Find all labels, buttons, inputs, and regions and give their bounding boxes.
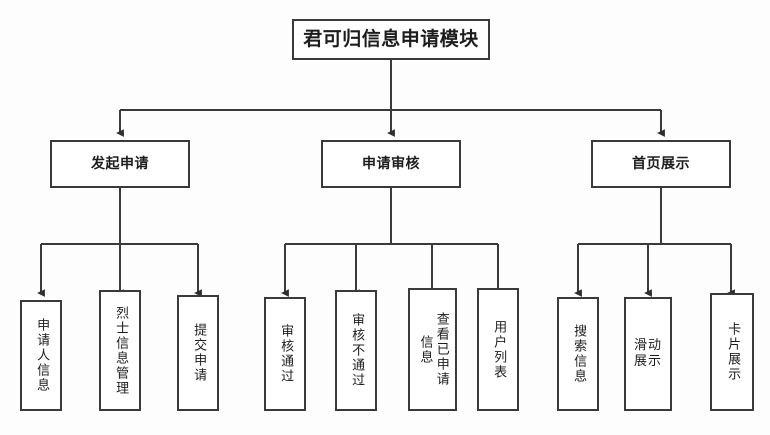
node-leaf-1-label: 申请人信息	[34, 318, 50, 393]
node-leaf-10-label: 卡片展示	[725, 322, 741, 382]
node-leaf-3-label: 提交申请	[191, 323, 207, 383]
node-leaf-search-info[interactable]: 搜索信息	[557, 297, 599, 411]
node-root-label: 君可归信息申请模块	[303, 28, 479, 51]
node-branch-application-review[interactable]: 申请审核	[321, 140, 461, 188]
node-leaf-card-display[interactable]: 卡片展示	[710, 293, 754, 411]
node-leaf-6-label: 查看已申请信息	[417, 312, 449, 387]
node-leaf-review-rejected[interactable]: 审核不通过	[335, 290, 377, 411]
node-leaf-submit-application[interactable]: 提交申请	[177, 295, 219, 411]
node-leaf-8-label: 搜索信息	[571, 324, 587, 384]
node-leaf-4-label: 审核通过	[278, 324, 294, 384]
node-branch-1-label: 发起申请	[91, 155, 149, 172]
node-leaf-2-label: 烈士信息管理	[113, 305, 129, 396]
node-leaf-9-label: 滑动展示	[633, 337, 662, 369]
node-branch-home-display[interactable]: 首页展示	[591, 140, 731, 188]
node-root[interactable]: 君可归信息申请模块	[292, 19, 490, 60]
node-leaf-review-approved[interactable]: 审核通过	[264, 297, 306, 411]
node-leaf-view-submitted-applications[interactable]: 查看已申请信息	[408, 288, 457, 411]
node-branch-2-label: 申请审核	[362, 155, 420, 172]
node-leaf-martyr-info-management[interactable]: 烈士信息管理	[99, 290, 141, 411]
node-branch-3-label: 首页展示	[632, 155, 690, 172]
node-leaf-applicant-info[interactable]: 申请人信息	[20, 300, 62, 411]
node-branch-initiate-application[interactable]: 发起申请	[50, 140, 190, 188]
node-leaf-5-label: 审核不通过	[349, 313, 365, 388]
node-leaf-user-list[interactable]: 用户列表	[477, 288, 519, 411]
node-leaf-7-label: 用户列表	[491, 319, 507, 380]
node-leaf-slide-display[interactable]: 滑动展示	[624, 297, 672, 411]
